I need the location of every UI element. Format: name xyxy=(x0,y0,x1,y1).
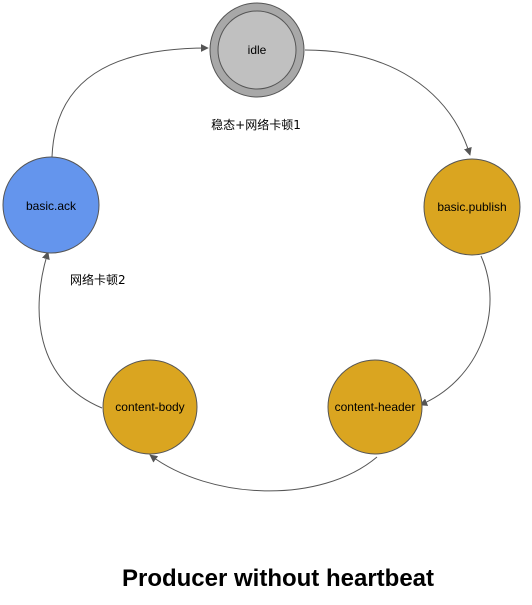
edge-label-idle-to-publish: 稳态+网络卡顿1 xyxy=(211,117,301,132)
node-basic-ack-label: basic.ack xyxy=(26,199,77,213)
node-content-body-label: content-body xyxy=(115,400,184,414)
edge-body-to-ack xyxy=(38,251,103,409)
node-idle-inner-circle xyxy=(217,10,297,90)
diagram-title: Producer without heartbeat xyxy=(122,565,434,592)
node-idle: idle xyxy=(209,2,305,98)
edge-header-to-body xyxy=(149,454,378,492)
edge-publish-to-header xyxy=(419,255,491,406)
node-content-header-label: content-header xyxy=(335,400,416,414)
node-content-header: content-header xyxy=(327,359,423,455)
node-content-body: content-body xyxy=(102,359,198,455)
edge-idle-to-publish xyxy=(304,49,472,156)
node-basic-publish: basic.publish xyxy=(423,158,521,256)
node-content-header-circle xyxy=(327,359,423,455)
node-basic-ack: basic.ack xyxy=(2,156,100,254)
node-idle-label: idle xyxy=(248,43,267,57)
node-basic-ack-circle xyxy=(2,156,100,254)
node-content-body-circle xyxy=(102,359,198,455)
edge-label-body-to-ack: 网络卡顿2 xyxy=(70,272,126,287)
edges xyxy=(38,44,491,492)
node-basic-publish-circle xyxy=(423,158,521,256)
node-basic-publish-label: basic.publish xyxy=(437,200,506,214)
edge-ack-to-idle xyxy=(51,44,209,158)
